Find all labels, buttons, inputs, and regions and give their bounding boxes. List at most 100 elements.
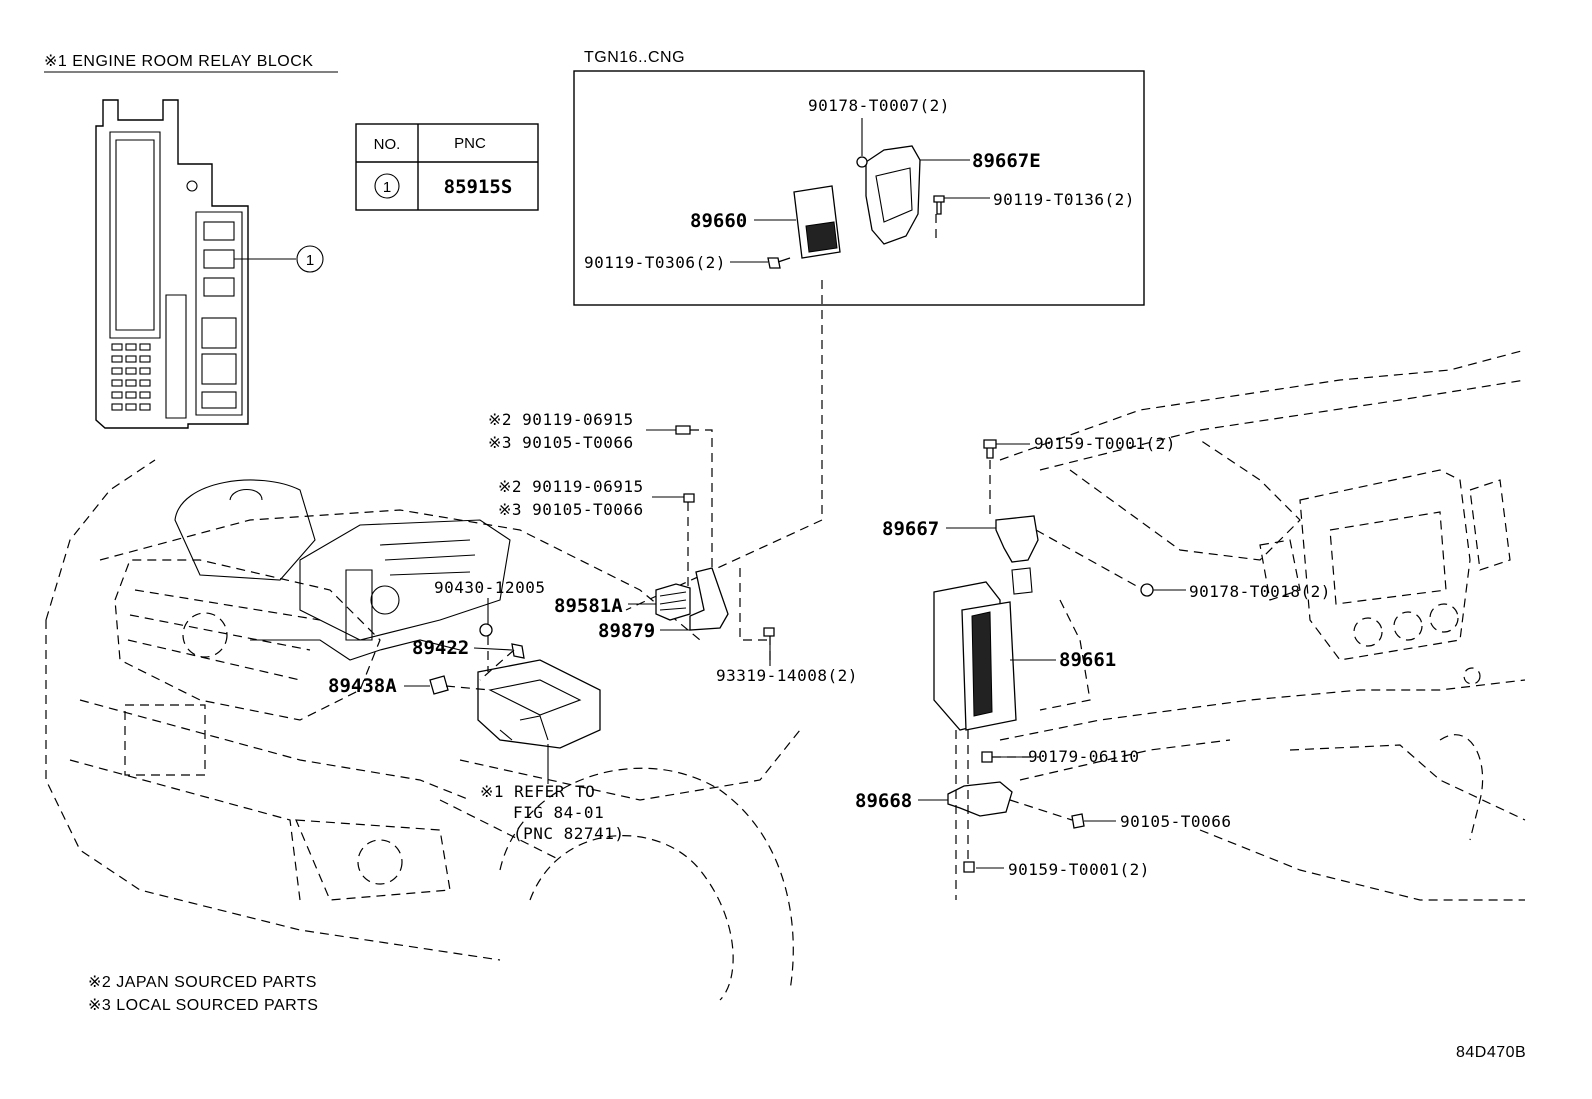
label-note2-b: ※2 90119-06915	[498, 477, 644, 496]
relay-callout-circle	[296, 245, 324, 273]
pnc-table-row-pnc: 85915S	[444, 176, 513, 198]
fender-line	[439, 729, 801, 861]
relay-block-housing	[95, 99, 249, 429]
engine-cover	[299, 519, 511, 641]
label-89667e: 89667E	[972, 150, 1041, 172]
bumper-line	[79, 699, 471, 801]
label-89660: 89660	[690, 210, 747, 232]
bracket-89668	[947, 781, 1013, 817]
relay-slot	[203, 277, 235, 297]
label-93319-14008: 93319-14008(2)	[716, 666, 858, 685]
bolt-90119-06915-a	[675, 425, 691, 435]
engine-parts: ※2 90119-06915 ※3 90105-T0066 ※2 90119-0…	[328, 410, 858, 843]
bolt-90159-t0001-bottom	[963, 861, 975, 873]
bolt-93319-14008	[763, 627, 775, 637]
clip-90430-12005	[479, 623, 493, 637]
relay-slot	[201, 391, 237, 409]
label-refer-2: FIG 84-01	[513, 803, 604, 822]
bolt-90119-t0306	[767, 257, 791, 269]
nut-90178-t0007	[856, 156, 868, 168]
pnc-table: NO. PNC 1 85915S	[355, 123, 539, 211]
windshield-line	[999, 349, 1526, 461]
label-90159-t0001-bottom: 90159-T0001(2)	[1008, 860, 1150, 879]
dash-parts: 90159-T0001(2) 89667 90178-T0018(2) 8966…	[855, 434, 1331, 900]
air-vent-right	[1469, 479, 1511, 571]
relay-slot	[201, 317, 237, 349]
dash-ecu-vertical	[955, 730, 969, 900]
dash-nut-90178	[1035, 529, 1141, 589]
label-90179-06110: 90179-06110	[1028, 747, 1139, 766]
dash-top-line	[1039, 379, 1526, 471]
relay-block-fuse-strip-inner	[115, 139, 155, 331]
hvac-knob-right	[1429, 603, 1459, 633]
bracket-89667	[995, 515, 1039, 563]
relay-block-mid-column	[165, 294, 187, 419]
vehicle-outline	[45, 620, 501, 961]
radiator-hose	[250, 639, 461, 661]
bracket-89667e-detail	[875, 167, 913, 223]
dash-switch	[1463, 667, 1481, 685]
clip-90179-06110	[981, 751, 993, 763]
dash-upper-panel	[1069, 439, 1301, 561]
center-console	[1299, 469, 1471, 661]
label-refer-1: ※1 REFER TO	[480, 782, 595, 801]
floor-line	[1199, 829, 1525, 901]
dashboard-illustration	[999, 349, 1526, 901]
dash-sensor-89438a	[445, 685, 491, 691]
relay-callout-number: 1	[306, 252, 314, 269]
grille-bars	[127, 589, 321, 681]
pnc-table-row-no-circle	[374, 173, 400, 199]
relay-block-fuse-grid	[111, 343, 151, 411]
label-89879: 89879	[598, 620, 655, 642]
label-89438a: 89438A	[328, 675, 397, 697]
engine-filler	[345, 569, 373, 641]
dash-sensor-89422	[479, 649, 515, 681]
bolt-90105-t0066	[1071, 813, 1085, 829]
variant-box-title: TGN16..CNG	[584, 49, 685, 66]
shift-lever	[1439, 734, 1484, 841]
pnc-table-header-pnc: PNC	[454, 135, 486, 152]
dash-lower-line	[999, 679, 1526, 741]
sensor-89422	[511, 643, 525, 659]
bolt-90119-t0136	[933, 195, 945, 215]
dash-bolt-a	[690, 429, 713, 570]
figure-id: 84D470B	[1456, 1044, 1526, 1061]
hvac-knob-middle	[1393, 611, 1423, 641]
label-89668: 89668	[855, 790, 912, 812]
bolt-90159-t0001-top	[983, 439, 997, 459]
air-vent-left	[1259, 539, 1301, 601]
wheel-arch	[499, 767, 794, 991]
engine-relay-block-detail	[499, 715, 549, 741]
footnote-japan-sourced: ※2 JAPAN SOURCED PARTS	[88, 974, 317, 991]
relay-block-title: ※1 ENGINE ROOM RELAY BLOCK	[44, 53, 313, 70]
relay-slot	[203, 221, 235, 241]
label-89667: 89667	[882, 518, 939, 540]
emblem	[182, 612, 228, 658]
label-90159-t0001-top: 90159-T0001(2)	[1034, 434, 1176, 453]
variant-box-link-line	[625, 280, 823, 611]
variant-box: TGN16..CNG 90178-T0007(2) 89667E 90119-T…	[573, 49, 1145, 306]
pnc-table-frame	[355, 123, 539, 211]
label-90430-12005: 90430-12005	[434, 578, 545, 597]
label-90178-t0007: 90178-T0007(2)	[808, 96, 950, 115]
label-note3-a: ※3 90105-T0066	[488, 433, 634, 452]
ecu-89581a-pins	[659, 591, 687, 611]
bracket-89879	[689, 567, 729, 631]
vehicle-outline	[45, 459, 156, 621]
label-refer-3: (PNC 82741)	[513, 824, 624, 843]
relay-block-illustration: ※1 ENGINE ROOM RELAY BLOCK 1	[44, 53, 338, 429]
ecu-89660-connector	[805, 221, 838, 253]
vehicle-front-illustration	[45, 459, 801, 1001]
relay-block-bolt-hole	[186, 180, 198, 192]
label-90178-t0018: 90178-T0018(2)	[1189, 582, 1331, 601]
fog-lamp	[357, 839, 403, 885]
bolt-90119-06915-b	[683, 493, 695, 503]
label-90119-t0136: 90119-T0136(2)	[993, 190, 1135, 209]
grille-outline	[114, 559, 381, 721]
audio-display	[1329, 511, 1447, 605]
engine-relay-block	[477, 659, 601, 749]
label-90105-t0066: 90105-T0066	[1120, 812, 1231, 831]
relay-slot	[203, 249, 235, 269]
bracket-89667e	[865, 145, 921, 245]
